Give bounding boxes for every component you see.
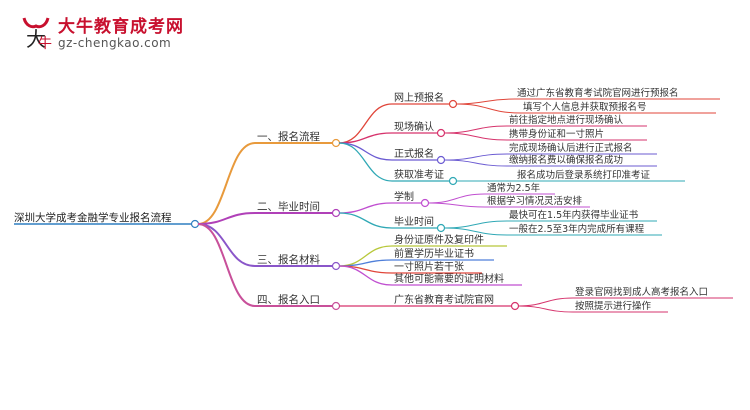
branch-connector xyxy=(197,223,256,267)
leaf-label: 一般在2.5至3年内完成所有课程 xyxy=(509,223,645,235)
leaf-connector xyxy=(427,193,486,204)
subtopic-label: 网上预报名 xyxy=(394,91,444,104)
subtopic-connector xyxy=(338,142,393,182)
brand-logo: 大 牛 大牛教育成考网 gz-chengkao.com xyxy=(18,10,258,54)
branch-connector xyxy=(197,142,256,225)
leaf-connector xyxy=(443,159,508,167)
branch-label: 一、报名流程 xyxy=(257,130,320,143)
leaf-label: 报名成功后登录系统打印准考证 xyxy=(517,169,651,181)
subtopic-label: 一寸照片若干张 xyxy=(394,260,464,273)
subtopic-node xyxy=(448,99,458,109)
subtopic-connector xyxy=(338,142,393,161)
leaf-label: 前往指定地点进行现场确认 xyxy=(509,114,624,126)
branch-connector xyxy=(197,223,256,307)
leaf-label: 通常为2.5年 xyxy=(487,182,541,194)
leaf-label: 通过广东省教育考试院官网进行预报名 xyxy=(517,87,679,99)
svg-text:牛: 牛 xyxy=(38,36,52,52)
subtopic-node xyxy=(436,223,446,233)
leaf-connector xyxy=(455,103,522,114)
subtopic-label: 身份证原件及复印件 xyxy=(394,233,484,246)
leaf-label: 填写个人信息并获取预报名号 xyxy=(523,101,647,113)
leaf-label: 登录官网找到成人高考报名入口 xyxy=(575,286,708,298)
root-label: 深圳大学成考金融学专业报名流程 xyxy=(14,211,172,224)
subtopic-label: 获取准考证 xyxy=(394,169,444,181)
leaf-connector xyxy=(517,297,574,307)
bull-icon: 大 牛 xyxy=(22,17,52,52)
subtopic-node xyxy=(510,301,520,311)
branch-label: 三、报名材料 xyxy=(257,253,320,266)
branch-node xyxy=(331,301,341,311)
svg-text:大: 大 xyxy=(26,27,46,51)
brand-name: 大牛教育成考网 xyxy=(58,17,184,37)
branch-label: 四、报名入口 xyxy=(257,293,320,306)
branch-node xyxy=(331,208,341,218)
leaf-connector xyxy=(443,153,508,161)
branch-label: 二、毕业时间 xyxy=(257,200,320,213)
subtopic-node xyxy=(436,155,446,165)
subtopic-connector xyxy=(338,103,393,144)
brand-url: gz-chengkao.com xyxy=(58,36,172,50)
leaf-label: 缴纳报名费以确保报名成功 xyxy=(509,154,623,166)
root-node xyxy=(190,219,200,229)
leaf-connector xyxy=(443,132,508,141)
leaf-label: 最快可在1.5年内获得毕业证书 xyxy=(509,209,639,221)
leaf-connector xyxy=(455,98,516,105)
subtopic-label: 现场确认 xyxy=(394,120,434,133)
subtopic-node xyxy=(420,198,430,208)
leaf-connector xyxy=(427,202,486,208)
subtopic-connector xyxy=(338,212,393,229)
leaf-label: 携带身份证和一寸照片 xyxy=(509,128,604,140)
leaf-label: 根据学习情况灵活安排 xyxy=(487,195,583,207)
subtopic-label: 其他可能需要的证明材料 xyxy=(394,272,504,285)
subtopic-connector xyxy=(338,265,393,286)
branch-node xyxy=(331,261,341,271)
subtopic-node xyxy=(448,176,458,186)
branch-node xyxy=(331,138,341,148)
subtopic-label: 正式报名 xyxy=(394,147,434,160)
leaf-connector xyxy=(443,125,508,134)
leaf-label: 完成现场确认后进行正式报名 xyxy=(509,142,633,154)
subtopic-label: 广东省教育考试院官网 xyxy=(394,293,494,306)
subtopic-label: 学制 xyxy=(394,190,414,203)
leaf-connector xyxy=(443,220,508,229)
subtopic-label: 前置学历毕业证书 xyxy=(394,247,474,260)
leaf-connector xyxy=(443,227,508,236)
leaf-label: 按照提示进行操作 xyxy=(575,300,652,312)
branch-connector xyxy=(197,212,256,225)
subtopic-node xyxy=(436,128,446,138)
subtopic-connector xyxy=(338,202,393,214)
subtopic-connector xyxy=(338,259,393,267)
leaf-connector xyxy=(517,305,574,313)
subtopic-label: 毕业时间 xyxy=(394,215,434,228)
